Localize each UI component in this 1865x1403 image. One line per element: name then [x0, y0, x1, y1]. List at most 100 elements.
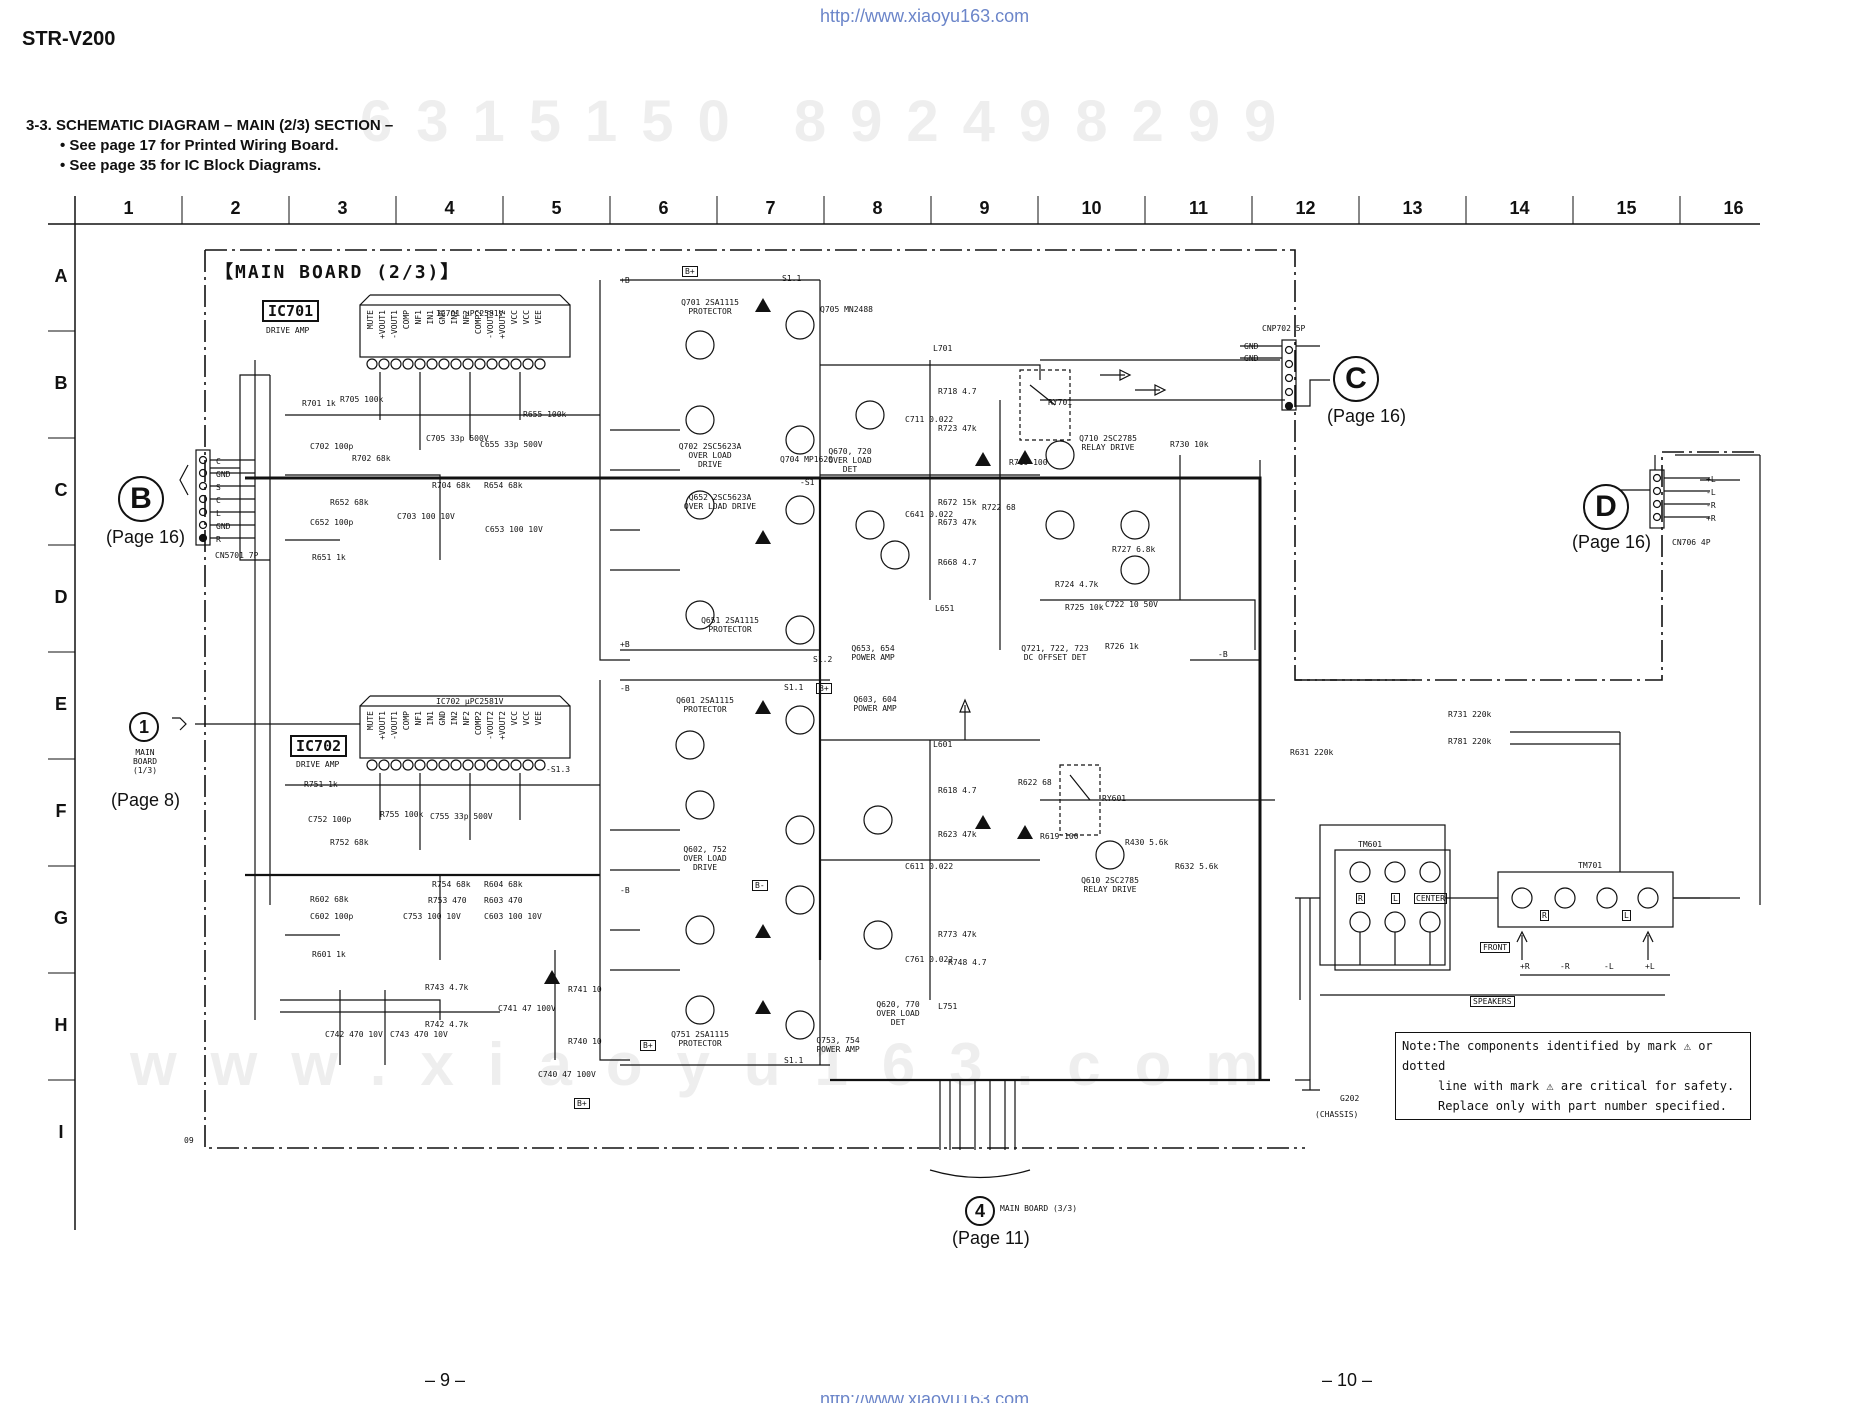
connector-b-page: (Page 16): [106, 527, 186, 547]
ic702-pin-comp2: COMP2: [474, 711, 483, 736]
grid-row-f: F: [55, 801, 67, 821]
ic702-pin-nf2: NF2: [462, 711, 471, 726]
ic701-pin-in2: IN2: [450, 310, 459, 325]
value-r632: R632 5.6k: [1175, 862, 1219, 871]
grid-row-c: C: [54, 480, 68, 500]
connector-b-pin-6: GND: [216, 522, 231, 531]
ic701-pin-names: MUTE +VOUT1 -VOUT1 COMP NF1 IN1 GND IN2 …: [366, 310, 556, 354]
value-c742: C742 470 10V: [325, 1030, 383, 1039]
ic702-pin-vout2n: -VOUT2: [486, 711, 495, 740]
value-r730: R730 10k: [1170, 440, 1209, 449]
value-c703: C703 100 10V: [397, 512, 455, 521]
value-r719: R719 100: [1009, 458, 1048, 467]
watermark-top: 6315150 892498299: [360, 89, 1301, 154]
section-title: 3-3. SCHEMATIC DIAGRAM – MAIN (2/3) SECT…: [26, 117, 394, 134]
grid-col-7: 7: [765, 198, 776, 218]
ic702-pin-vout1p: +VOUT1: [378, 711, 387, 740]
value-r623: R623 47k: [938, 830, 977, 839]
rail-minus-b-low: -B: [620, 886, 630, 895]
rail-b-plus-box-top: B+: [682, 266, 698, 277]
tm601-label: TM601: [1358, 840, 1383, 849]
value-r748: R748 4.7: [948, 958, 987, 967]
rail-minus-b-mid: -B: [620, 684, 630, 693]
connector-b-bubble[interactable]: B: [118, 476, 164, 522]
value-c753: C753 100 10V: [403, 912, 461, 921]
ic702-pin-vee: VEE: [534, 711, 543, 726]
chassis-label: (CHASSIS): [1315, 1110, 1359, 1119]
value-c761: C761 0.022: [905, 955, 954, 964]
polarity-plus-r: +R: [1520, 962, 1530, 971]
ic702-part: IC702 μPC2581V: [436, 697, 504, 706]
value-r619: R619 100: [1040, 832, 1079, 841]
tm601-center-label: CENTER: [1414, 893, 1447, 904]
connector-d-bubble[interactable]: D: [1583, 484, 1629, 530]
connector-c-bubble[interactable]: C: [1333, 356, 1379, 402]
connector-c-pin-gnd1: GND: [1244, 342, 1259, 351]
value-c655: C655 33p 500V: [480, 440, 543, 449]
value-c711: C711 0.022: [905, 415, 954, 424]
ic701-pin-gnd: GND: [438, 310, 447, 325]
value-r618: R618 4.7: [938, 786, 977, 795]
connector-4-bubble[interactable]: 4: [965, 1196, 995, 1226]
connector-c-pin-gnd2: GND: [1244, 354, 1259, 363]
value-r631: R631 220k: [1290, 748, 1334, 757]
bottom-url-link[interactable]: http://www.xiaoyu163.com: [820, 1395, 1029, 1403]
value-c652: C652 100p: [310, 518, 354, 527]
connector-c-part: CNP702 5P: [1262, 324, 1306, 333]
front-label: FRONT: [1480, 942, 1511, 953]
connector-1-bubble[interactable]: 1: [129, 712, 159, 742]
value-r731: R731 220k: [1448, 710, 1492, 719]
main-board-title: 【MAIN BOARD (2/3)】: [215, 262, 461, 283]
grid-col-16: 16: [1723, 198, 1744, 218]
connector-4-page: (Page 11): [952, 1228, 1030, 1248]
speakers-label: SPEAKERS: [1470, 996, 1515, 1007]
value-r740: R740 10: [568, 1037, 602, 1046]
rail-b-plus-box-bottom: B+: [574, 1098, 590, 1109]
g202-label: G202: [1340, 1094, 1360, 1103]
grid-col-13: 13: [1402, 198, 1423, 218]
value-r726: R726 1k: [1105, 642, 1139, 651]
value-c743: C743 470 10V: [390, 1030, 448, 1039]
connector-b-pin-4: C: [216, 496, 221, 505]
ry601-label: RY601: [1102, 794, 1127, 803]
connector-d-part: CN706 4P: [1672, 538, 1711, 547]
connector-b-part: CN5701 7P: [215, 551, 259, 560]
top-url-link[interactable]: http://www.xiaoyu163.com: [820, 6, 1030, 26]
value-r602: R602 68k: [310, 895, 349, 904]
ic702-pin-names: MUTE +VOUT1 -VOUT1 COMP NF1 IN1 GND IN2 …: [366, 711, 556, 755]
ry701-label: RY701: [1048, 398, 1073, 407]
value-r651: R651 1k: [312, 553, 346, 562]
safety-note: Note:The components identified by mark ⚠…: [1395, 1032, 1751, 1120]
value-r742: R742 4.7k: [425, 1020, 469, 1029]
value-c653: C653 100 10V: [485, 525, 543, 534]
tm701-label: TM701: [1578, 861, 1603, 870]
value-r654: R654 68k: [484, 481, 523, 490]
connector-d-pin-2: -L: [1706, 488, 1716, 497]
value-r754: R754 68k: [432, 880, 471, 889]
ic701-pin-vout2n: -VOUT2: [486, 310, 495, 339]
q704-label: Q704 MP1620: [780, 455, 833, 464]
value-r723: R723 47k: [938, 424, 977, 433]
grid-col-6: 6: [658, 198, 669, 218]
rail-s1-2: S1.2: [813, 655, 833, 664]
rail-plus-b-top: +B: [620, 276, 630, 285]
grid-row-i: I: [58, 1122, 64, 1142]
connector-b-pins: C GND S C L GND R: [216, 455, 230, 546]
ic701-pin-vcc2: VCC: [522, 310, 531, 325]
ic702-box: IC702: [290, 735, 348, 757]
connector-c-page: (Page 16): [1327, 406, 1407, 426]
ic701-pin-vee: VEE: [534, 310, 543, 325]
connector-b-pin-3: S: [216, 483, 221, 492]
value-r672: R672 15k: [938, 498, 977, 507]
value-r702: R702 68k: [352, 454, 391, 463]
value-c741: C741 47 100V: [498, 1004, 556, 1013]
ic702-pin-nf1: NF1: [414, 711, 423, 726]
grid-col-4: 4: [444, 198, 455, 218]
safety-note-line-1: Note:The components identified by mark ⚠…: [1402, 1039, 1713, 1073]
rail-s1-1-mid: S1.1: [784, 683, 804, 692]
value-r743: R743 4.7k: [425, 983, 469, 992]
